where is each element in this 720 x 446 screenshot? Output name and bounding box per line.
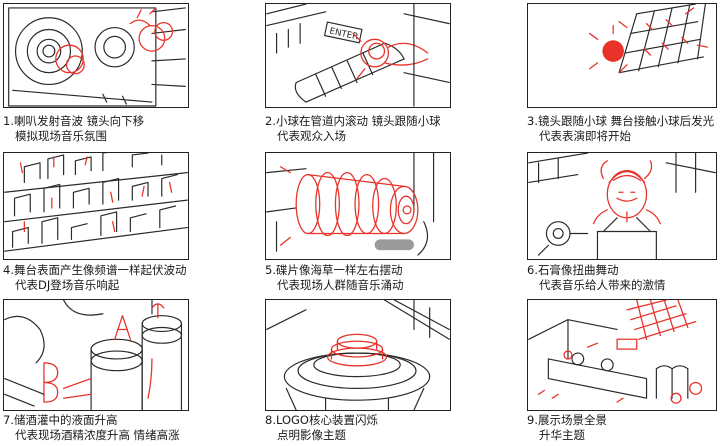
panel-2: ENTER 2.小球在管道内滚动 镜头跟随小球 代表观众入场	[265, 3, 451, 143]
panel-2-caption: 2.小球在管道内滚动 镜头跟随小球 代表观众入场	[265, 114, 441, 143]
panel-3-sketch	[527, 3, 717, 108]
caption-line-1: 1.喇叭发射音波 镜头向下移	[3, 114, 145, 128]
panel-6: 6.石膏像扭曲舞动 代表音乐给人带来的激情	[527, 152, 717, 292]
panel-6-sketch	[527, 152, 717, 260]
panel-3-caption: 3.镜头跟随小球 舞台接触小球后发光 代表表演即将开始	[527, 114, 714, 143]
core-sketch	[266, 300, 450, 410]
caption-line-1: 9.展示场景全景	[527, 413, 607, 427]
caption-line-1: 3.镜头跟随小球 舞台接触小球后发光	[527, 114, 715, 128]
panel-6-caption: 6.石膏像扭曲舞动 代表音乐给人带来的激情	[527, 263, 666, 292]
panel-4-sketch	[3, 152, 189, 260]
panel-3: 3.镜头跟随小球 舞台接触小球后发光 代表表演即将开始	[527, 3, 717, 143]
caption-line-2: 代表DJ登场音乐响起	[15, 277, 120, 292]
panel-7: 7.储酒灌中的液面升高 代表现场酒精浓度升高 情绪高涨	[3, 299, 189, 442]
caption-line-1: 8.LOGO核心装置闪烁	[265, 413, 378, 427]
discs-sketch	[266, 153, 435, 256]
caption-line-2: 模拟现场音乐氛围	[15, 128, 107, 143]
bust	[592, 160, 661, 225]
panel-5-sketch	[265, 152, 451, 260]
panel-9: 9.展示场景全景 升华主题	[527, 299, 717, 442]
caption-line-1: 5.碟片像海草一样左右摆动	[265, 263, 403, 277]
panel-7-sketch	[3, 299, 189, 411]
caption-line-2: 代表观众入场	[277, 128, 346, 143]
caption-line-1: 2.小球在管道内滚动 镜头跟随小球	[265, 114, 441, 128]
blocks-sketch	[4, 153, 188, 252]
caption-line-2: 代表表演即将开始	[539, 128, 631, 143]
pipe-sketch: ENTER	[266, 4, 450, 107]
panel-9-sketch	[527, 299, 717, 411]
speaker-sketch	[8, 7, 186, 107]
caption-line-2: 代表现场酒精浓度升高 情绪高涨	[15, 427, 180, 442]
panel-1: 1.喇叭发射音波 镜头向下移 模拟现场音乐氛围	[3, 3, 189, 143]
caption-line-1: 4.舞台表面产生像频谱一样起伏波动	[3, 263, 187, 277]
panel-7-caption: 7.储酒灌中的液面升高 代表现场酒精浓度升高 情绪高涨	[3, 413, 180, 442]
panel-1-sketch	[3, 3, 189, 108]
tanks-sketch	[4, 300, 183, 410]
caption-line-2: 代表现场人群随音乐涌动	[277, 277, 404, 292]
panel-5: 5.碟片像海草一样左右摆动 代表现场人群随音乐涌动	[265, 152, 451, 292]
statue-sketch	[528, 153, 716, 259]
caption-line-2: 升华主题	[539, 427, 585, 442]
disc-stack	[295, 171, 419, 237]
panel-9-caption: 9.展示场景全景 升华主题	[527, 413, 607, 442]
caption-line-2: 点明影像主题	[277, 427, 346, 442]
panel-1-caption: 1.喇叭发射音波 镜头向下移 模拟现场音乐氛围	[3, 114, 144, 143]
panorama-sketch	[528, 300, 703, 404]
panel-8: 8.LOGO核心装置闪烁 点明影像主题	[265, 299, 451, 442]
caption-line-1: 6.石膏像扭曲舞动	[527, 263, 619, 277]
caption-line-1: 7.储酒灌中的液面升高	[3, 413, 118, 427]
panel-8-caption: 8.LOGO核心装置闪烁 点明影像主题	[265, 413, 378, 442]
panel-5-caption: 5.碟片像海草一样左右摆动 代表现场人群随音乐涌动	[265, 263, 404, 292]
grid-ball-sketch	[588, 4, 708, 74]
panel-4: 4.舞台表面产生像频谱一样起伏波动 代表DJ登场音乐响起	[3, 152, 189, 292]
panel-4-caption: 4.舞台表面产生像频谱一样起伏波动 代表DJ登场音乐响起	[3, 263, 186, 292]
panel-8-sketch	[265, 299, 451, 411]
caption-line-2: 代表音乐给人带来的激情	[539, 277, 666, 292]
panel-2-sketch: ENTER	[265, 3, 451, 108]
